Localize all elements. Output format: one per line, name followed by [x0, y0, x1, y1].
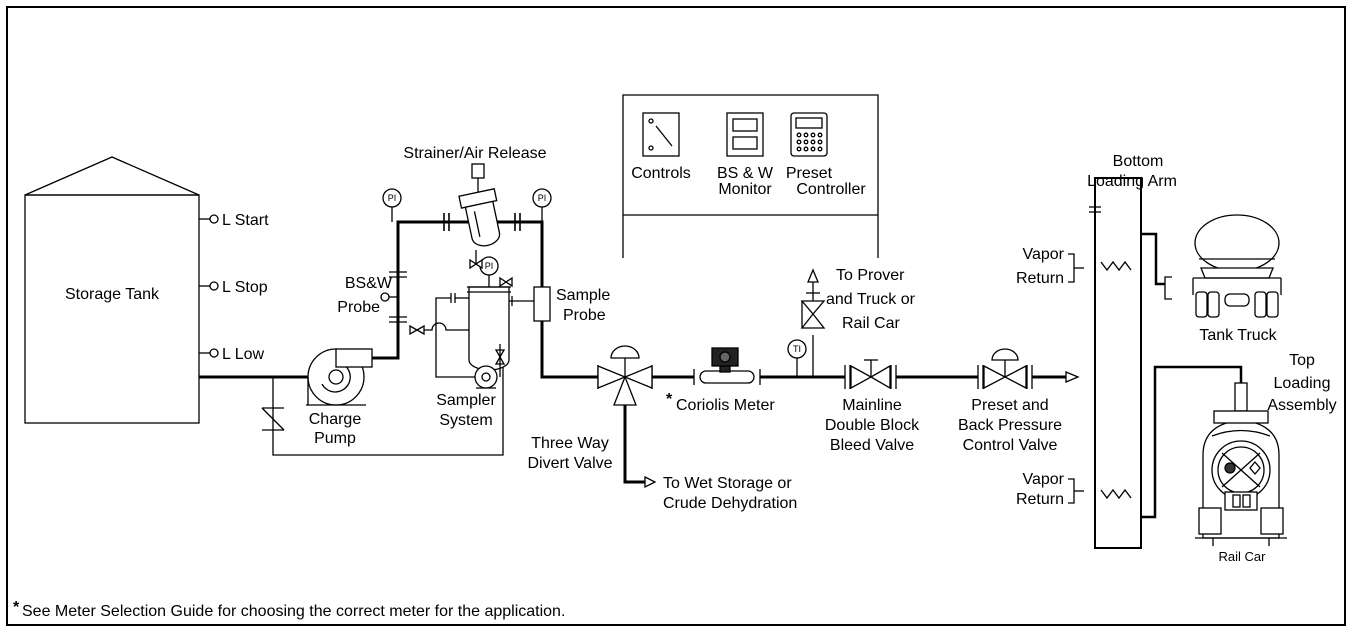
- three-way-divert-valve: [597, 345, 657, 489]
- tank-truck: [1192, 214, 1282, 318]
- sampler-label-2: System: [439, 412, 492, 429]
- bsw-probe-label-1: BS&W: [345, 275, 393, 292]
- vapor-return-1-label-a: Vapor: [1022, 246, 1064, 263]
- top-loading-label-2: Loading: [1274, 375, 1331, 392]
- bsw-probe-label-2: Probe: [337, 299, 380, 316]
- ti-tag: TI: [793, 344, 801, 354]
- bsw-probe: [380, 271, 407, 323]
- wet-storage-label-2: Crude Dehydration: [663, 495, 797, 512]
- preset-controller-label-2: Controller: [796, 181, 866, 198]
- diagram-frame: [6, 6, 1346, 626]
- bsw-monitor-label-2: Monitor: [718, 181, 772, 198]
- vapor-return-1-label-b: Return: [1016, 270, 1064, 287]
- bottom-loading-arm: [1141, 232, 1165, 286]
- vapor-return-brackets: [1068, 253, 1084, 504]
- sample-probe: [507, 286, 551, 322]
- sampler-system: [409, 250, 513, 389]
- sample-probe-label-1: Sample: [556, 287, 610, 304]
- mainline-label-1: Mainline: [842, 397, 902, 414]
- pi-tag-sampler: PI: [485, 261, 494, 271]
- preset-valve-label-1: Preset and: [971, 397, 1048, 414]
- mainline-label-2: Double Block: [825, 417, 920, 434]
- strainer-label: Strainer/Air Release: [403, 145, 546, 162]
- charge-pump-label-1: Charge: [309, 411, 362, 428]
- bottom-arm-label-2: Loading Arm: [1087, 173, 1177, 190]
- coriolis-label: Coriolis Meter: [676, 397, 775, 414]
- pi-tag-right: PI: [538, 193, 547, 203]
- check-valve: [261, 407, 285, 431]
- loading-arm-column: [1089, 177, 1142, 549]
- temperature-indicator: [787, 339, 807, 377]
- strainer-air-release: [458, 163, 501, 247]
- control-panel: [622, 94, 879, 258]
- sample-probe-label-2: Probe: [563, 307, 606, 324]
- pressure-indicator-right: [532, 188, 552, 222]
- tank-truck-label: Tank Truck: [1199, 327, 1277, 344]
- top-line-flanges: [443, 213, 521, 231]
- controls-label: Controls: [631, 165, 691, 182]
- bottom-arm-label-1: Bottom: [1113, 153, 1164, 170]
- vapor-return-2-label-b: Return: [1016, 491, 1064, 508]
- pressure-indicator-left: [382, 188, 402, 222]
- prover-label-3: Rail Car: [842, 315, 900, 332]
- three-way-label-2: Divert Valve: [527, 455, 612, 472]
- prover-valve: [800, 268, 826, 377]
- level-low-label: L Low: [222, 346, 265, 363]
- mainline-dbb-valve: [844, 359, 897, 390]
- vapor-return-2-label-a: Vapor: [1022, 471, 1064, 488]
- preset-valve-label-2: Back Pressure: [958, 417, 1062, 434]
- footnote-star: *: [13, 599, 20, 616]
- storage-tank-label: Storage Tank: [65, 286, 160, 303]
- prover-label-1: To Prover: [836, 267, 905, 284]
- rail-car: [1195, 410, 1287, 546]
- top-loading-label-3: Assembly: [1267, 397, 1336, 414]
- footnote: See Meter Selection Guide for choosing t…: [22, 603, 565, 620]
- bottom-loading-coupler: [1164, 276, 1172, 300]
- sampler-label-1: Sampler: [436, 392, 496, 409]
- recirculation-line: [272, 322, 504, 456]
- bsw-monitor-label-1: BS & W: [717, 165, 774, 182]
- wet-storage-label-1: To Wet Storage or: [663, 475, 792, 492]
- top-loading-nozzle: [1234, 382, 1248, 412]
- pi-tag-left: PI: [388, 193, 397, 203]
- level-stop-label: L Stop: [222, 279, 268, 296]
- coriolis-meter: [693, 347, 761, 385]
- level-start-label: L Start: [222, 212, 269, 229]
- mainline-label-3: Bleed Valve: [830, 437, 914, 454]
- charge-pump-label-2: Pump: [314, 430, 356, 447]
- preset-controller-label-1: Preset: [786, 165, 833, 182]
- rail-car-label: Rail Car: [1219, 549, 1267, 564]
- top-loading-arm: [1141, 365, 1243, 519]
- back-pressure-control-valve: [977, 348, 1080, 390]
- prover-label-2: and Truck or: [826, 291, 916, 308]
- three-way-label-1: Three Way: [531, 435, 609, 452]
- coriolis-star: *: [666, 391, 673, 408]
- top-loading-label-1: Top: [1289, 352, 1315, 369]
- charge-pump: [306, 348, 373, 406]
- storage-tank: [24, 156, 200, 424]
- level-switches: [199, 214, 219, 358]
- preset-valve-label-3: Control Valve: [963, 437, 1058, 454]
